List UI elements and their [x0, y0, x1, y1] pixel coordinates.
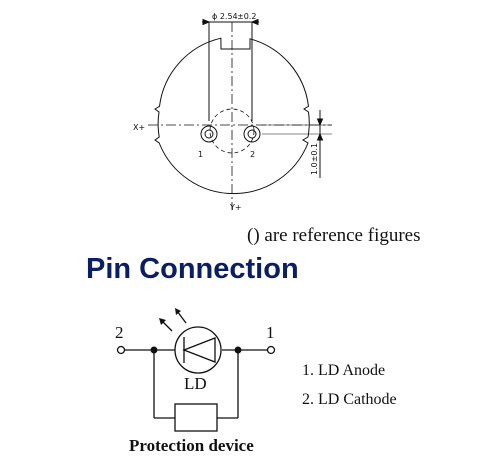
- package-outline-drawing: [148, 18, 332, 210]
- legend-anode: 1. LD Anode: [302, 362, 386, 379]
- diode-triangle: [182, 337, 216, 363]
- legend-cathode: 2. LD Cathode: [302, 391, 397, 408]
- diode-label: LD: [184, 374, 207, 393]
- pitch-arrow-right: [250, 18, 259, 26]
- pin1-inner: [204, 129, 214, 139]
- pitch-arrow-left: [202, 18, 211, 26]
- pin-connection-heading: Pin Connection: [86, 253, 299, 285]
- offset-arrow-top: [316, 118, 324, 127]
- pin2-number: 2: [250, 150, 255, 159]
- pin1-outer: [200, 125, 218, 143]
- reference-circle: [209, 108, 255, 154]
- emission-arrowhead-1: [159, 318, 166, 325]
- pin2-outer: [243, 125, 261, 143]
- terminal-1-label: 1: [266, 323, 275, 342]
- offset-arrow-bottom: [316, 132, 324, 141]
- protection-device-caption: Protection device: [129, 436, 254, 455]
- reference-note: () are reference figures: [247, 225, 421, 246]
- offset-label: 1.0±0.1: [310, 143, 319, 175]
- pin1-number: 1: [198, 150, 203, 159]
- x-axis-label: X+: [133, 123, 145, 132]
- terminal-2: [116, 345, 126, 355]
- protection-device-box: [174, 403, 218, 432]
- package-outline: [154, 37, 310, 195]
- emission-arrow-1: [161, 320, 173, 332]
- emission-arrowhead-2: [175, 308, 181, 315]
- pitch-tolerance: ±0.2: [237, 12, 256, 21]
- circuit-schematic: [116, 308, 276, 432]
- y-axis-label: Y+: [229, 203, 242, 212]
- terminal-2-label: 2: [115, 323, 124, 342]
- pin2-inner: [247, 129, 257, 139]
- terminal-1: [266, 345, 276, 355]
- pitch-label: ϕ 2.54: [212, 12, 238, 21]
- laser-diode-symbol: [174, 326, 222, 374]
